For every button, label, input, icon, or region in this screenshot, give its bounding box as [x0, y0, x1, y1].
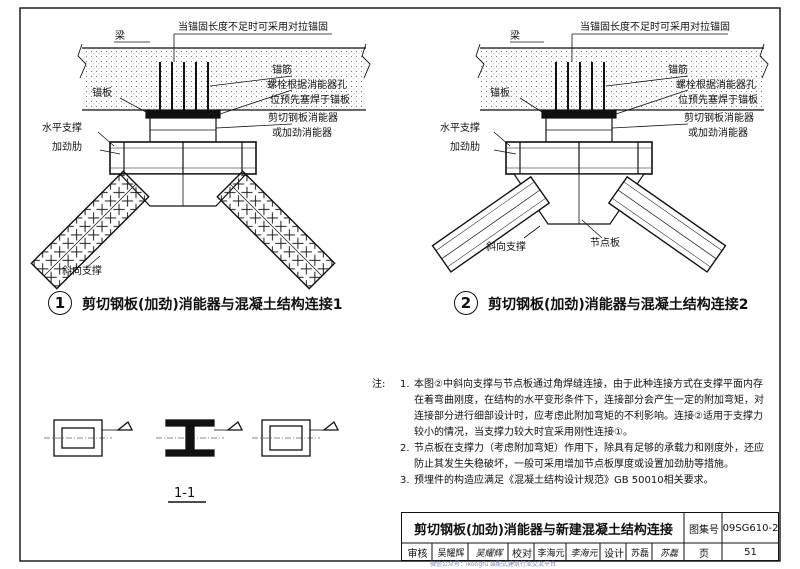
note-number: 3. [400, 475, 410, 486]
section-label: 1-1 [174, 486, 196, 501]
label-stiffener-1: 加劲肋 [52, 142, 82, 153]
note-number: 2. [400, 443, 410, 454]
note-line: 连接部分进行细部设计时，应考虑此附加弯矩的不利影响。连接②适用于支撑力 [414, 411, 763, 422]
label-bolt-note-2b: 位预先塞焊于锚板 [678, 95, 758, 106]
label-horizontal-brace-1: 水平支撑 [42, 123, 82, 134]
designer-name: 苏磊 [630, 548, 649, 559]
label-damper-1a: 剪切钢板消能器 [268, 113, 338, 124]
note-line: 节点板在支撑力（考虑附加弯矩）作用下，除具有足够的承载力和刚度外，还应 [414, 443, 764, 454]
label-diagonal-brace-1: 斜向支撑 [62, 266, 102, 277]
label-anchor-bar-1: 锚筋 [272, 65, 292, 76]
drawing-number-2: 2 [454, 291, 478, 315]
section-1-1 [44, 419, 340, 503]
anchor-plate-2 [541, 109, 617, 119]
label-bolt-note-2a: 螺栓根据消能器孔 [676, 80, 756, 91]
proofer-signature: 李海元 [570, 548, 598, 559]
drawing-title: 剪切钢板(加劲)消能器与新建混凝土结构连接 [414, 522, 673, 538]
note-item-2: 2. 节点板在支撑力（考虑附加弯矩）作用下，除具有足够的承载力和刚度外，还应 [372, 441, 780, 457]
footer-watermark: 微信公众号：ikongfu 装配式建筑行业交流平台 [430, 561, 557, 568]
review-label: 审核 [407, 548, 428, 560]
concrete-beam-1 [82, 48, 366, 110]
label-damper-1b: 或加劲消能器 [272, 128, 332, 139]
label-bolt-note-1b: 位预先塞焊于锚板 [270, 95, 350, 106]
note-line: 预埋件的构造应满足《混凝土结构设计规范》GB 50010相关要求。 [414, 475, 714, 486]
title-block: 剪切钢板(加劲)消能器与新建混凝土结构连接 图集号 09SG610-2 审核 吴… [401, 512, 779, 561]
label-anchor-note-1: 当锚固长度不足时可采用对拉锚固 [178, 22, 328, 33]
section-detail-c [252, 419, 340, 457]
drawing-caption-1: 剪切钢板(加劲)消能器与混凝土结构连接1 [82, 297, 343, 313]
page-number: 51 [744, 546, 757, 558]
atlas-number-label: 图集号 [689, 524, 719, 536]
note-line: 较小的情况，当支撑力较大时宜采用刚性连接①。 [414, 427, 633, 438]
drawing-2 [431, 33, 769, 273]
note-line: 本图②中斜向支撑与节点板通过角焊缝连接，由于此种连接方式在支撑平面内存 [414, 379, 763, 390]
diagonal-brace-left-2 [431, 175, 551, 273]
note-number: 1. [400, 379, 410, 390]
designer-signature: 苏磊 [659, 548, 678, 559]
note-item-1: 注: 1. 本图②中斜向支撑与节点板通过角焊缝连接，由于此种连接方式在支撑平面内… [372, 377, 780, 393]
drawing-number-1: 1 [48, 291, 72, 315]
anchor-bars-1 [159, 62, 209, 112]
label-gusset-plate-2: 节点板 [590, 238, 620, 249]
reviewer-signature: 吴耀辉 [475, 548, 503, 559]
notes-heading: 注: [372, 379, 386, 390]
design-label: 设计 [604, 548, 624, 560]
label-anchor-bar-2: 锚筋 [668, 65, 688, 76]
atlas-number: 09SG610-2 [722, 522, 779, 534]
label-bolt-note-1a: 螺栓根据消能器孔 [267, 80, 347, 91]
proof-label: 校对 [512, 548, 532, 560]
diagonal-brace-left-1 [30, 170, 150, 290]
label-beam-1: 梁 [115, 31, 125, 42]
notes-block: 注: 1. 本图②中斜向支撑与节点板通过角焊缝连接，由于此种连接方式在支撑平面内… [372, 377, 780, 489]
label-diagonal-brace-2: 斜向支撑 [486, 242, 526, 253]
reviewer-name: 吴耀辉 [437, 548, 465, 559]
section-detail-a [44, 419, 134, 457]
note-item-3: 3. 预埋件的构造应满足《混凝土结构设计规范》GB 50010相关要求。 [372, 473, 780, 489]
diagonal-brace-right-2 [607, 175, 727, 273]
label-horizontal-brace-2: 水平支撑 [440, 123, 480, 134]
label-anchor-note-2: 当锚固长度不足时可采用对拉锚固 [580, 22, 730, 33]
page-label: 页 [699, 548, 709, 560]
label-stiffener-2: 加劲肋 [450, 142, 480, 153]
label-anchor-plate-2: 锚板 [490, 88, 510, 99]
section-detail-b [156, 419, 244, 457]
label-anchor-plate-1: 锚板 [92, 88, 112, 99]
titleblock-lines [401, 512, 779, 561]
concrete-beam-2 [480, 48, 764, 110]
drawing-1 [30, 33, 371, 290]
proofer-name: 李海元 [537, 548, 565, 559]
label-damper-2a: 剪切钢板消能器 [684, 113, 754, 124]
anchor-bars-2 [555, 62, 605, 112]
drawing-caption-2: 剪切钢板(加劲)消能器与混凝土结构连接2 [488, 297, 749, 313]
sheet-border [19, 7, 781, 562]
diagonal-brace-right-1 [216, 170, 336, 290]
note-line: 在着弯曲刚度，在结构的水平变形条件下，连接部分会产生一定的附加弯矩，对 [414, 395, 764, 406]
anchor-plate-1 [145, 109, 221, 119]
label-beam-2: 梁 [510, 31, 520, 42]
label-damper-2b: 或加劲消能器 [688, 128, 748, 139]
note-line: 防止其发生失稳破坏，一般可采用增加节点板厚度或设置加劲肋等措施。 [414, 459, 734, 470]
